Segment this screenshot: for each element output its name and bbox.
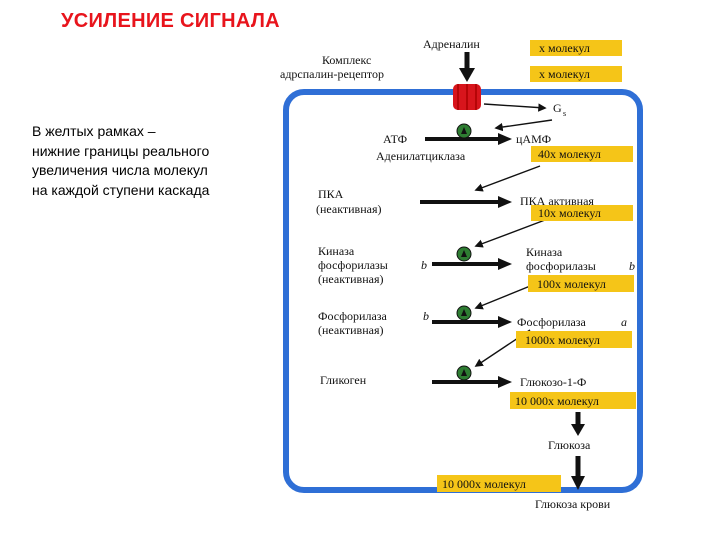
label-complex: Комплекс [322, 53, 371, 67]
label-kinase-active-phos: фосфорилазы [526, 259, 596, 273]
label-phosphorylase: Фосфорилаза [318, 309, 388, 323]
yellow-box-text: 10x молекул [538, 206, 601, 220]
label-kinase-active: Киназа [526, 245, 563, 259]
yellow-box [516, 331, 632, 348]
label-phosphorylase-b: b [423, 309, 429, 323]
label-kinase-inactive: (неактивная) [318, 272, 383, 286]
label-kinase-phos: фосфорилазы [318, 258, 388, 272]
yellow-box-text: 100x молекул [537, 277, 606, 291]
yellow-box [510, 392, 636, 409]
label-gs-sub: s [563, 109, 566, 118]
down-arrow-icon [571, 424, 585, 436]
label-adrenaline: Адреналин [423, 37, 480, 51]
label-adrenaline-receptor: адрспалин-рецептор [280, 67, 384, 81]
note-line: В желтых рамках – [32, 123, 156, 139]
yellow-box-text: 40x молекул [538, 147, 601, 161]
label-camp: цАМФ [516, 132, 551, 146]
label-phosphorylase-active: Фосфорилаза [517, 315, 587, 329]
yellow-box [531, 205, 633, 221]
label-kinase-b: b [421, 258, 427, 272]
label-blood-glucose: Глюкоза крови [535, 497, 611, 511]
label-adenylate-cyclase: Аденилатциклаза [376, 149, 466, 163]
label-glycogen: Гликоген [320, 373, 367, 387]
note-line: увеличения числа молекул [32, 162, 208, 178]
label-pka-inactive: (неактивная) [316, 202, 381, 216]
down-arrow-icon [571, 476, 585, 490]
yellow-box-text: x молекул [539, 67, 590, 81]
slide-title: УСИЛЕНИЕ СИГНАЛА [61, 10, 280, 32]
note-line: на каждой ступени каскада [32, 181, 210, 198]
label-glucose: Глюкоза [548, 438, 591, 452]
yellow-box [530, 40, 622, 56]
down-arrow-icon [459, 68, 475, 82]
label-glucose-1-p: Глюкозо-1-Ф [520, 375, 586, 389]
label-phosphorylase-a: a [621, 315, 627, 329]
label-phosphorylase-inactive: (неактивная) [318, 323, 383, 337]
caption-note: В желтых рамках – нижние границы реально… [32, 122, 272, 200]
label-kinase: Киназа [318, 244, 355, 258]
label-pka-active: ПКА активная [520, 194, 594, 208]
yellow-box-text: 10 000x молекул [515, 394, 599, 408]
yellow-box [437, 475, 561, 492]
yellow-box-text: 1000x молекул [525, 333, 600, 347]
label-atp: АТФ [383, 132, 407, 146]
yellow-box-text: 10 000x молекул [442, 477, 526, 491]
label-kinase-active-b: b [629, 259, 635, 273]
yellow-box [531, 146, 633, 162]
yellow-box [530, 66, 622, 82]
yellow-box-text: x молекул [539, 41, 590, 55]
yellow-box [528, 275, 634, 292]
label-pka: ПКА [318, 187, 344, 201]
note-line: нижние границы реального [32, 142, 210, 159]
label-gs: G [553, 101, 562, 115]
